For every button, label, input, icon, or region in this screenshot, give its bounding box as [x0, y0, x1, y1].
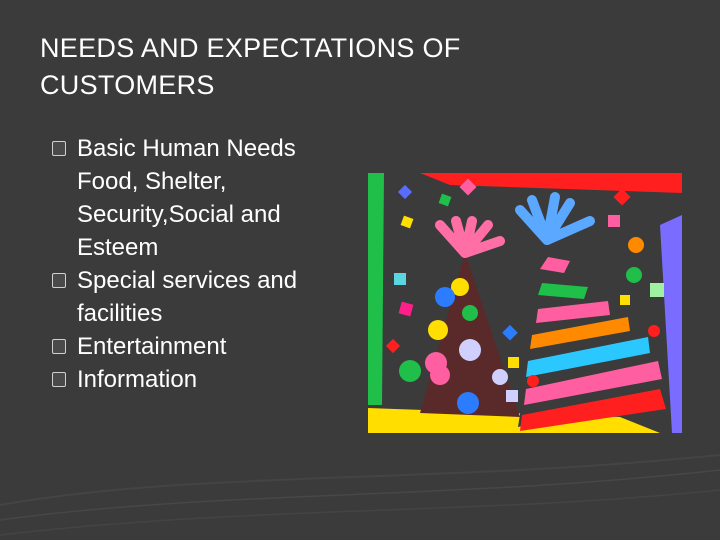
bullet-box-icon — [52, 141, 66, 156]
bullet-label: Information — [77, 366, 198, 393]
bullet-list: Basic Human Needs Food, Shelter, Securit… — [52, 132, 352, 396]
bullet-label: Basic Human Needs — [77, 135, 296, 162]
bullet-item: Information — [52, 363, 352, 396]
bullet-label: Special services and facilities — [77, 267, 298, 327]
purple-strip-shape — [660, 215, 682, 433]
red-strip-shape — [420, 173, 682, 193]
bullet-subtext: Food, Shelter, Security,Social and Estee… — [77, 168, 281, 261]
bullet-box-icon — [52, 339, 66, 354]
bullet-box-icon — [52, 273, 66, 288]
slide-title: NEEDS AND EXPECTATIONS OF CUSTOMERS — [40, 33, 461, 100]
bullet-item: Special services and facilities — [52, 264, 352, 330]
green-strip-shape — [368, 173, 384, 405]
bullet-label: Entertainment — [77, 333, 227, 360]
bullet-item: Entertainment — [52, 330, 352, 363]
bullet-item: Basic Human Needs — [52, 132, 352, 165]
bullet-box-icon — [52, 372, 66, 387]
party-hats-illustration — [368, 173, 682, 433]
yellow-strip-shape — [368, 408, 660, 433]
